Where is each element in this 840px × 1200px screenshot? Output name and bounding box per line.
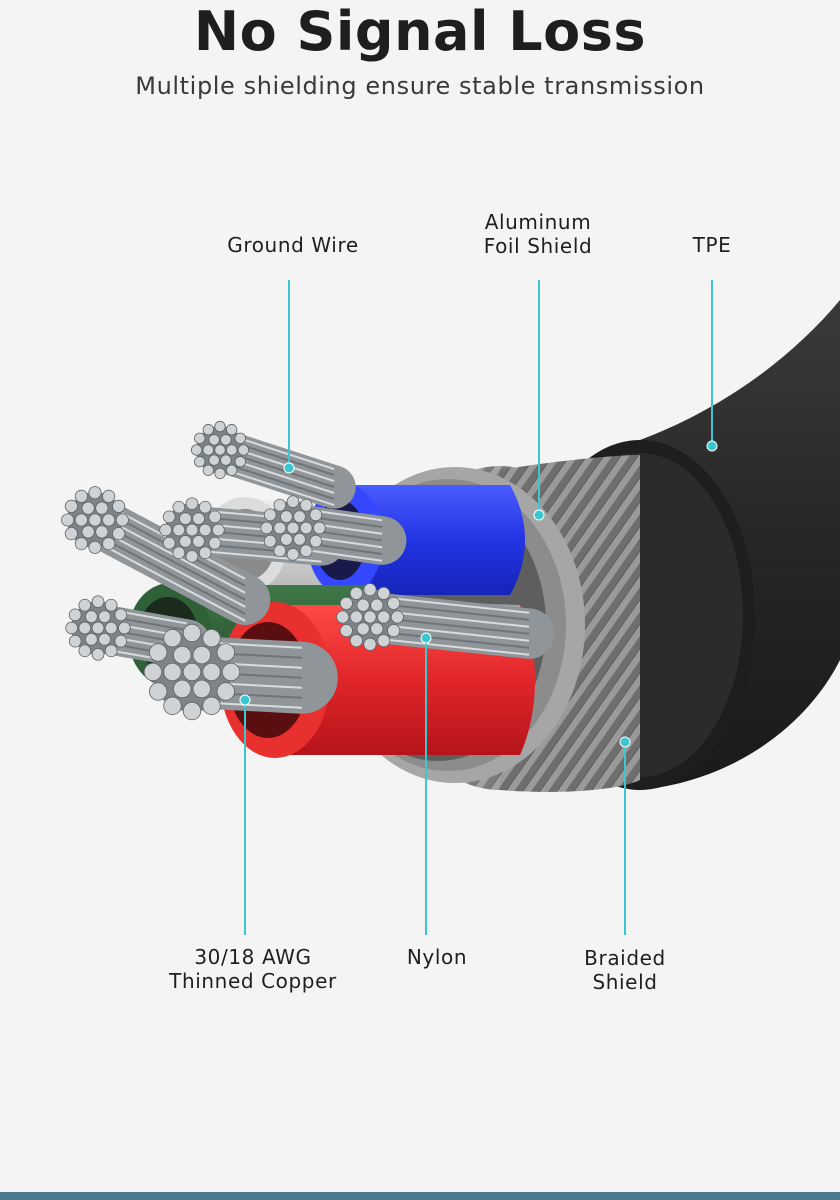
leader-ground-wire (283, 280, 295, 474)
page-title: No Signal Loss (193, 0, 647, 63)
strand-bundle-red-core (143, 623, 338, 721)
label-nylon: Nylon (406, 945, 468, 969)
copper-strand-bundles (61, 420, 555, 721)
strand-bundle-white-core (260, 495, 407, 565)
bottom-accent-bar (0, 1192, 840, 1200)
blue-wire (345, 485, 525, 595)
leader-braided-shield (619, 736, 631, 935)
label-ground-wire: Ground Wire (227, 233, 359, 257)
strand-bundle-nylon (336, 583, 555, 659)
leader-nylon (420, 632, 432, 935)
label-copper: 30/18 AWG Thinned Copper (169, 945, 337, 993)
label-braided-shield: Braided Shield (584, 946, 666, 994)
leader-copper (239, 694, 251, 935)
leader-aluminum-foil (533, 280, 545, 521)
strand-bundle-top (190, 420, 356, 509)
label-aluminum-foil-shield: Aluminum Foil Shield (483, 210, 593, 258)
strand-bundle-left (61, 486, 271, 626)
label-tpe: TPE (692, 233, 732, 257)
leader-lines (239, 280, 718, 935)
page-subtitle: Multiple shielding ensure stable transmi… (135, 72, 705, 100)
leader-tpe (706, 280, 718, 452)
